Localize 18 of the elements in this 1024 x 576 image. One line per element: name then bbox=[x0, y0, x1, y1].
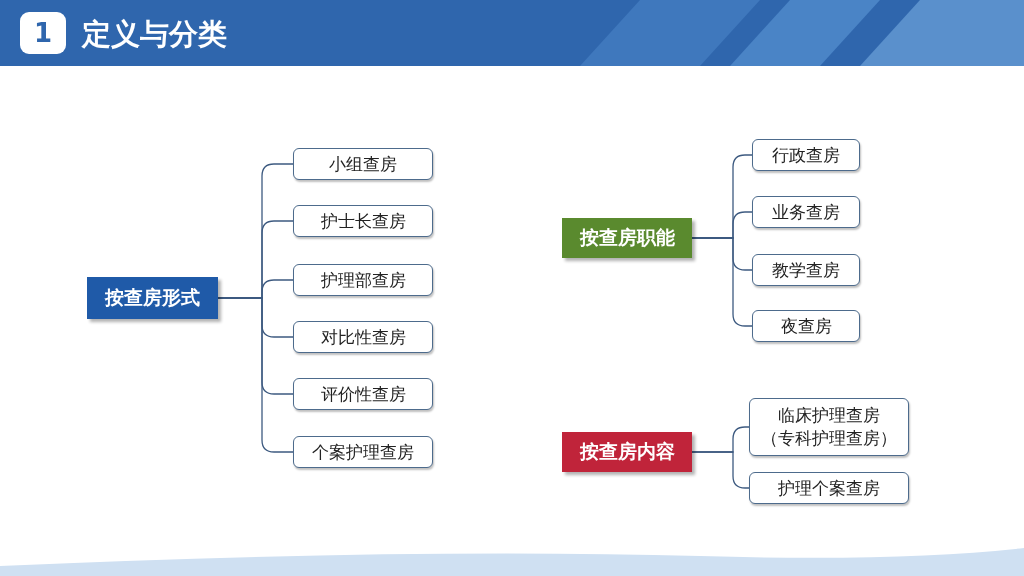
item-box: 夜查房 bbox=[752, 310, 860, 342]
number-badge: 1 bbox=[20, 12, 66, 54]
title: 定义与分类 bbox=[82, 16, 227, 53]
item-box: 对比性查房 bbox=[293, 321, 433, 353]
item-box: 行政查房 bbox=[752, 139, 860, 171]
item-box: 小组查房 bbox=[293, 148, 433, 180]
category-box: 按查房职能 bbox=[562, 218, 692, 258]
item-box: 评价性查房 bbox=[293, 378, 433, 410]
category-box: 按查房内容 bbox=[562, 432, 692, 472]
item-box: 个案护理查房 bbox=[293, 436, 433, 468]
item-box: 临床护理查房（专科护理查房） bbox=[749, 398, 909, 456]
item-box: 教学查房 bbox=[752, 254, 860, 286]
category-box: 按查房形式 bbox=[87, 277, 218, 319]
item-box: 业务查房 bbox=[752, 196, 860, 228]
item-box: 护士长查房 bbox=[293, 205, 433, 237]
item-box: 护理个案查房 bbox=[749, 472, 909, 504]
connector bbox=[691, 451, 750, 489]
item-box: 护理部查房 bbox=[293, 264, 433, 296]
